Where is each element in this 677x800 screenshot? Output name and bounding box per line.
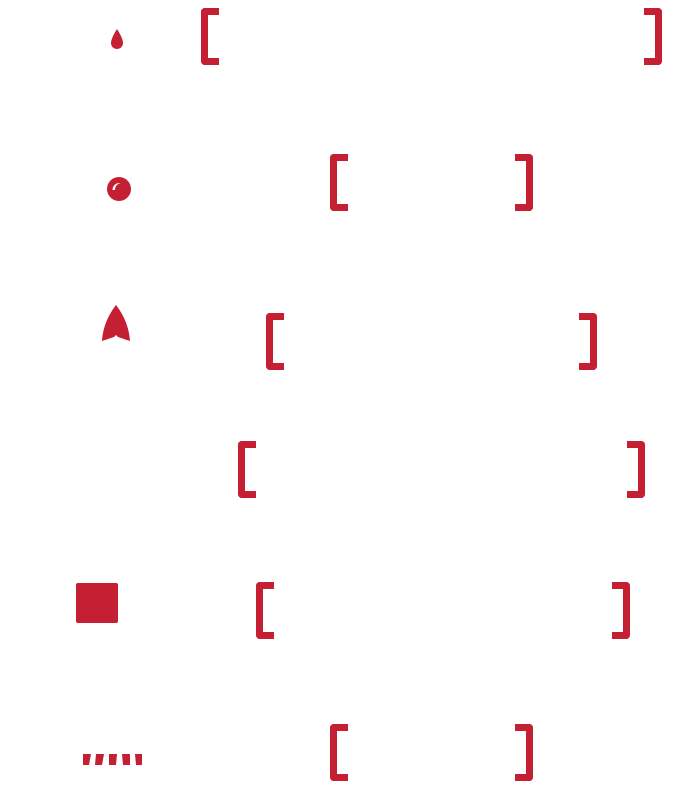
list-item [0, 700, 677, 800]
list-item [0, 0, 677, 100]
list-item [0, 420, 677, 520]
blank-bracket-left [238, 441, 256, 498]
list-item [0, 140, 677, 240]
blank-bracket-left [256, 582, 274, 639]
blank-bracket-left [330, 724, 348, 781]
blank-slot[interactable] [219, 8, 644, 65]
blank-bracket-right [627, 441, 645, 498]
blank-bracket-left [330, 154, 348, 211]
blank-slot[interactable] [348, 154, 515, 211]
blank-bracket-left [266, 313, 284, 370]
blank-bracket-right [644, 8, 662, 65]
blank-bracket-right [579, 313, 597, 370]
blank-bracket-right [515, 154, 533, 211]
list-item [0, 290, 677, 390]
blank-bracket-right [612, 582, 630, 639]
blank-slot[interactable] [256, 441, 627, 498]
blank-bracket-left [201, 8, 219, 65]
blank-slot[interactable] [348, 724, 515, 781]
square-icon [76, 583, 118, 628]
list-item [0, 560, 677, 660]
blank-slot[interactable] [284, 313, 579, 370]
round-gem-icon [106, 176, 132, 207]
blank-slot[interactable] [274, 582, 612, 639]
pointed-arch-icon [100, 304, 132, 347]
blank-bracket-right [515, 724, 533, 781]
drop-icon [110, 28, 124, 55]
striped-awning-icon [82, 752, 144, 771]
